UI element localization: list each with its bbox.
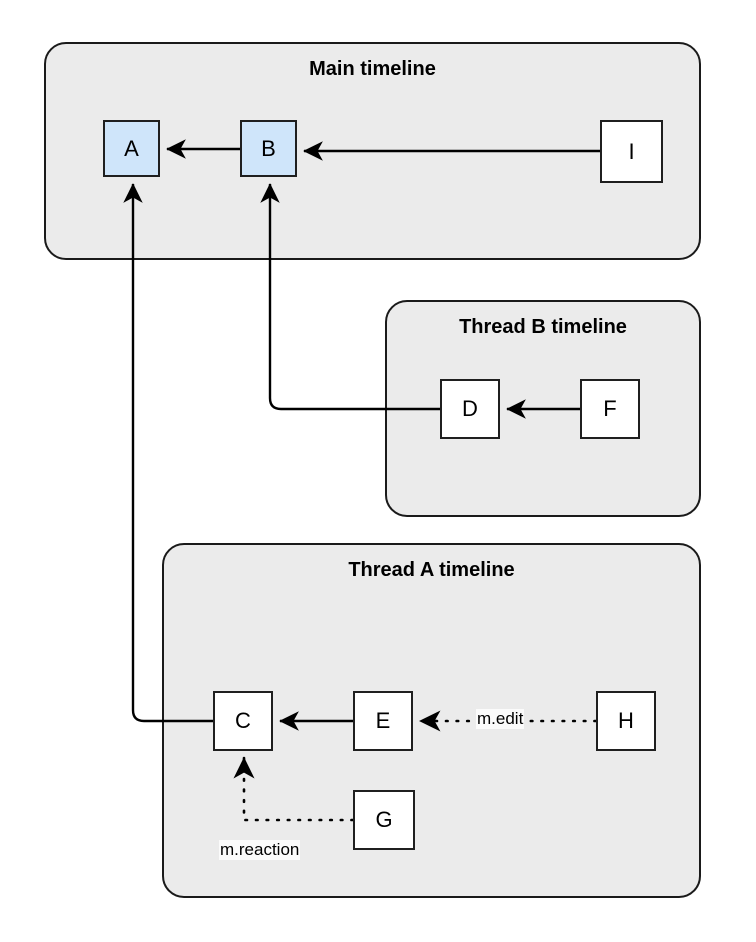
node-b-label: B: [261, 135, 276, 161]
panel-thread-b-timeline: Thread B timeline: [385, 300, 701, 517]
panel-title-main-timeline: Main timeline: [309, 58, 436, 80]
node-e[interactable]: E: [353, 691, 413, 751]
node-a[interactable]: A: [103, 120, 160, 177]
edge-label-m-edit: m.edit: [476, 709, 525, 729]
node-g[interactable]: G: [353, 790, 415, 850]
node-i-label: I: [628, 138, 635, 164]
node-d-label: D: [462, 396, 478, 421]
panel-title-thread-a-timeline: Thread A timeline: [348, 559, 515, 581]
node-d[interactable]: D: [440, 379, 500, 439]
node-f[interactable]: F: [580, 379, 640, 439]
panel-title-thread-b-timeline: Thread B timeline: [459, 316, 627, 338]
node-h[interactable]: H: [596, 691, 656, 751]
node-h-label: H: [618, 708, 634, 733]
node-g-label: G: [375, 807, 393, 832]
node-c-label: C: [235, 708, 251, 733]
node-f-label: F: [603, 396, 617, 421]
node-b[interactable]: B: [240, 120, 297, 177]
edge-label-m-reaction: m.reaction: [219, 840, 301, 860]
node-c[interactable]: C: [213, 691, 273, 751]
node-i[interactable]: I: [600, 120, 663, 183]
node-e-label: E: [375, 708, 391, 733]
node-a-label: A: [124, 135, 139, 161]
